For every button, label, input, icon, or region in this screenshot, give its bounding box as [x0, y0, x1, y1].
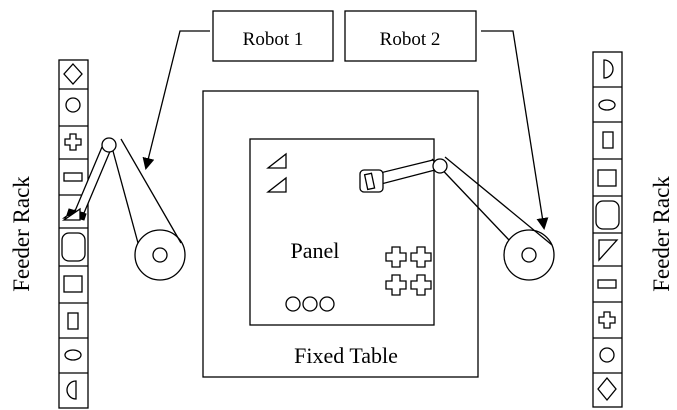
- rack-rounded-square-part: [595, 200, 620, 230]
- panel-circle-part: [302, 296, 318, 312]
- panel-cross-part: [410, 246, 432, 268]
- robot1-arrow: [142, 30, 210, 170]
- panel-triangle-part: [266, 176, 287, 193]
- panel-cross-part: [385, 274, 407, 296]
- robot1-held-part: [61, 207, 81, 221]
- rack-triangle-part: [598, 239, 619, 262]
- rack-rounded-square-part: [61, 232, 86, 262]
- robot2-label-text: Robot 2: [380, 29, 441, 50]
- right-feeder-rack: [592, 51, 623, 408]
- left-feeder-rack: [58, 59, 89, 409]
- panel-cross-part: [385, 246, 407, 268]
- robot2-arrow: [481, 30, 549, 230]
- rack-square-part: [597, 169, 617, 187]
- feeder-rack-left-label: Feeder Rack: [9, 176, 34, 292]
- rack-half-circle-part: [603, 59, 614, 79]
- rack-cross-part: [64, 133, 82, 151]
- rack-ellipse-part: [64, 349, 82, 361]
- rack-circle-part: [65, 97, 81, 113]
- robot2-label: Robot 2: [344, 10, 477, 62]
- robot1-label: Robot 1: [212, 10, 334, 62]
- fixed-table: [202, 90, 479, 378]
- rack-diamond-part: [597, 376, 617, 402]
- panel-triangle-part: [266, 152, 287, 169]
- feeder-rack-right-label: Feeder Rack: [649, 176, 674, 292]
- robot2-held-part: [363, 172, 376, 191]
- panel-circle-part: [319, 296, 335, 312]
- panel: [249, 138, 435, 326]
- rack-circle-part: [599, 347, 615, 363]
- rack-rectangle-part: [597, 279, 617, 289]
- rack-cross-part: [598, 311, 616, 329]
- fixed-table-label: Fixed Table: [294, 343, 398, 368]
- rack-rectangle-part: [63, 172, 83, 182]
- rack-square-part: [63, 275, 83, 293]
- robot1-arm: [61, 137, 186, 281]
- panel-cross-part: [410, 274, 432, 296]
- rack-half-circle-part: [66, 380, 77, 400]
- rack-small-rectangle-part: [67, 312, 79, 330]
- robot1-label-text: Robot 1: [243, 29, 304, 50]
- robot2-arm: [359, 156, 555, 281]
- rack-ellipse-part: [598, 99, 616, 111]
- panel-label: Panel: [291, 238, 340, 263]
- rack-small-rectangle-part: [602, 131, 614, 149]
- rack-diamond-part: [63, 63, 83, 85]
- panel-circle-part: [285, 296, 301, 312]
